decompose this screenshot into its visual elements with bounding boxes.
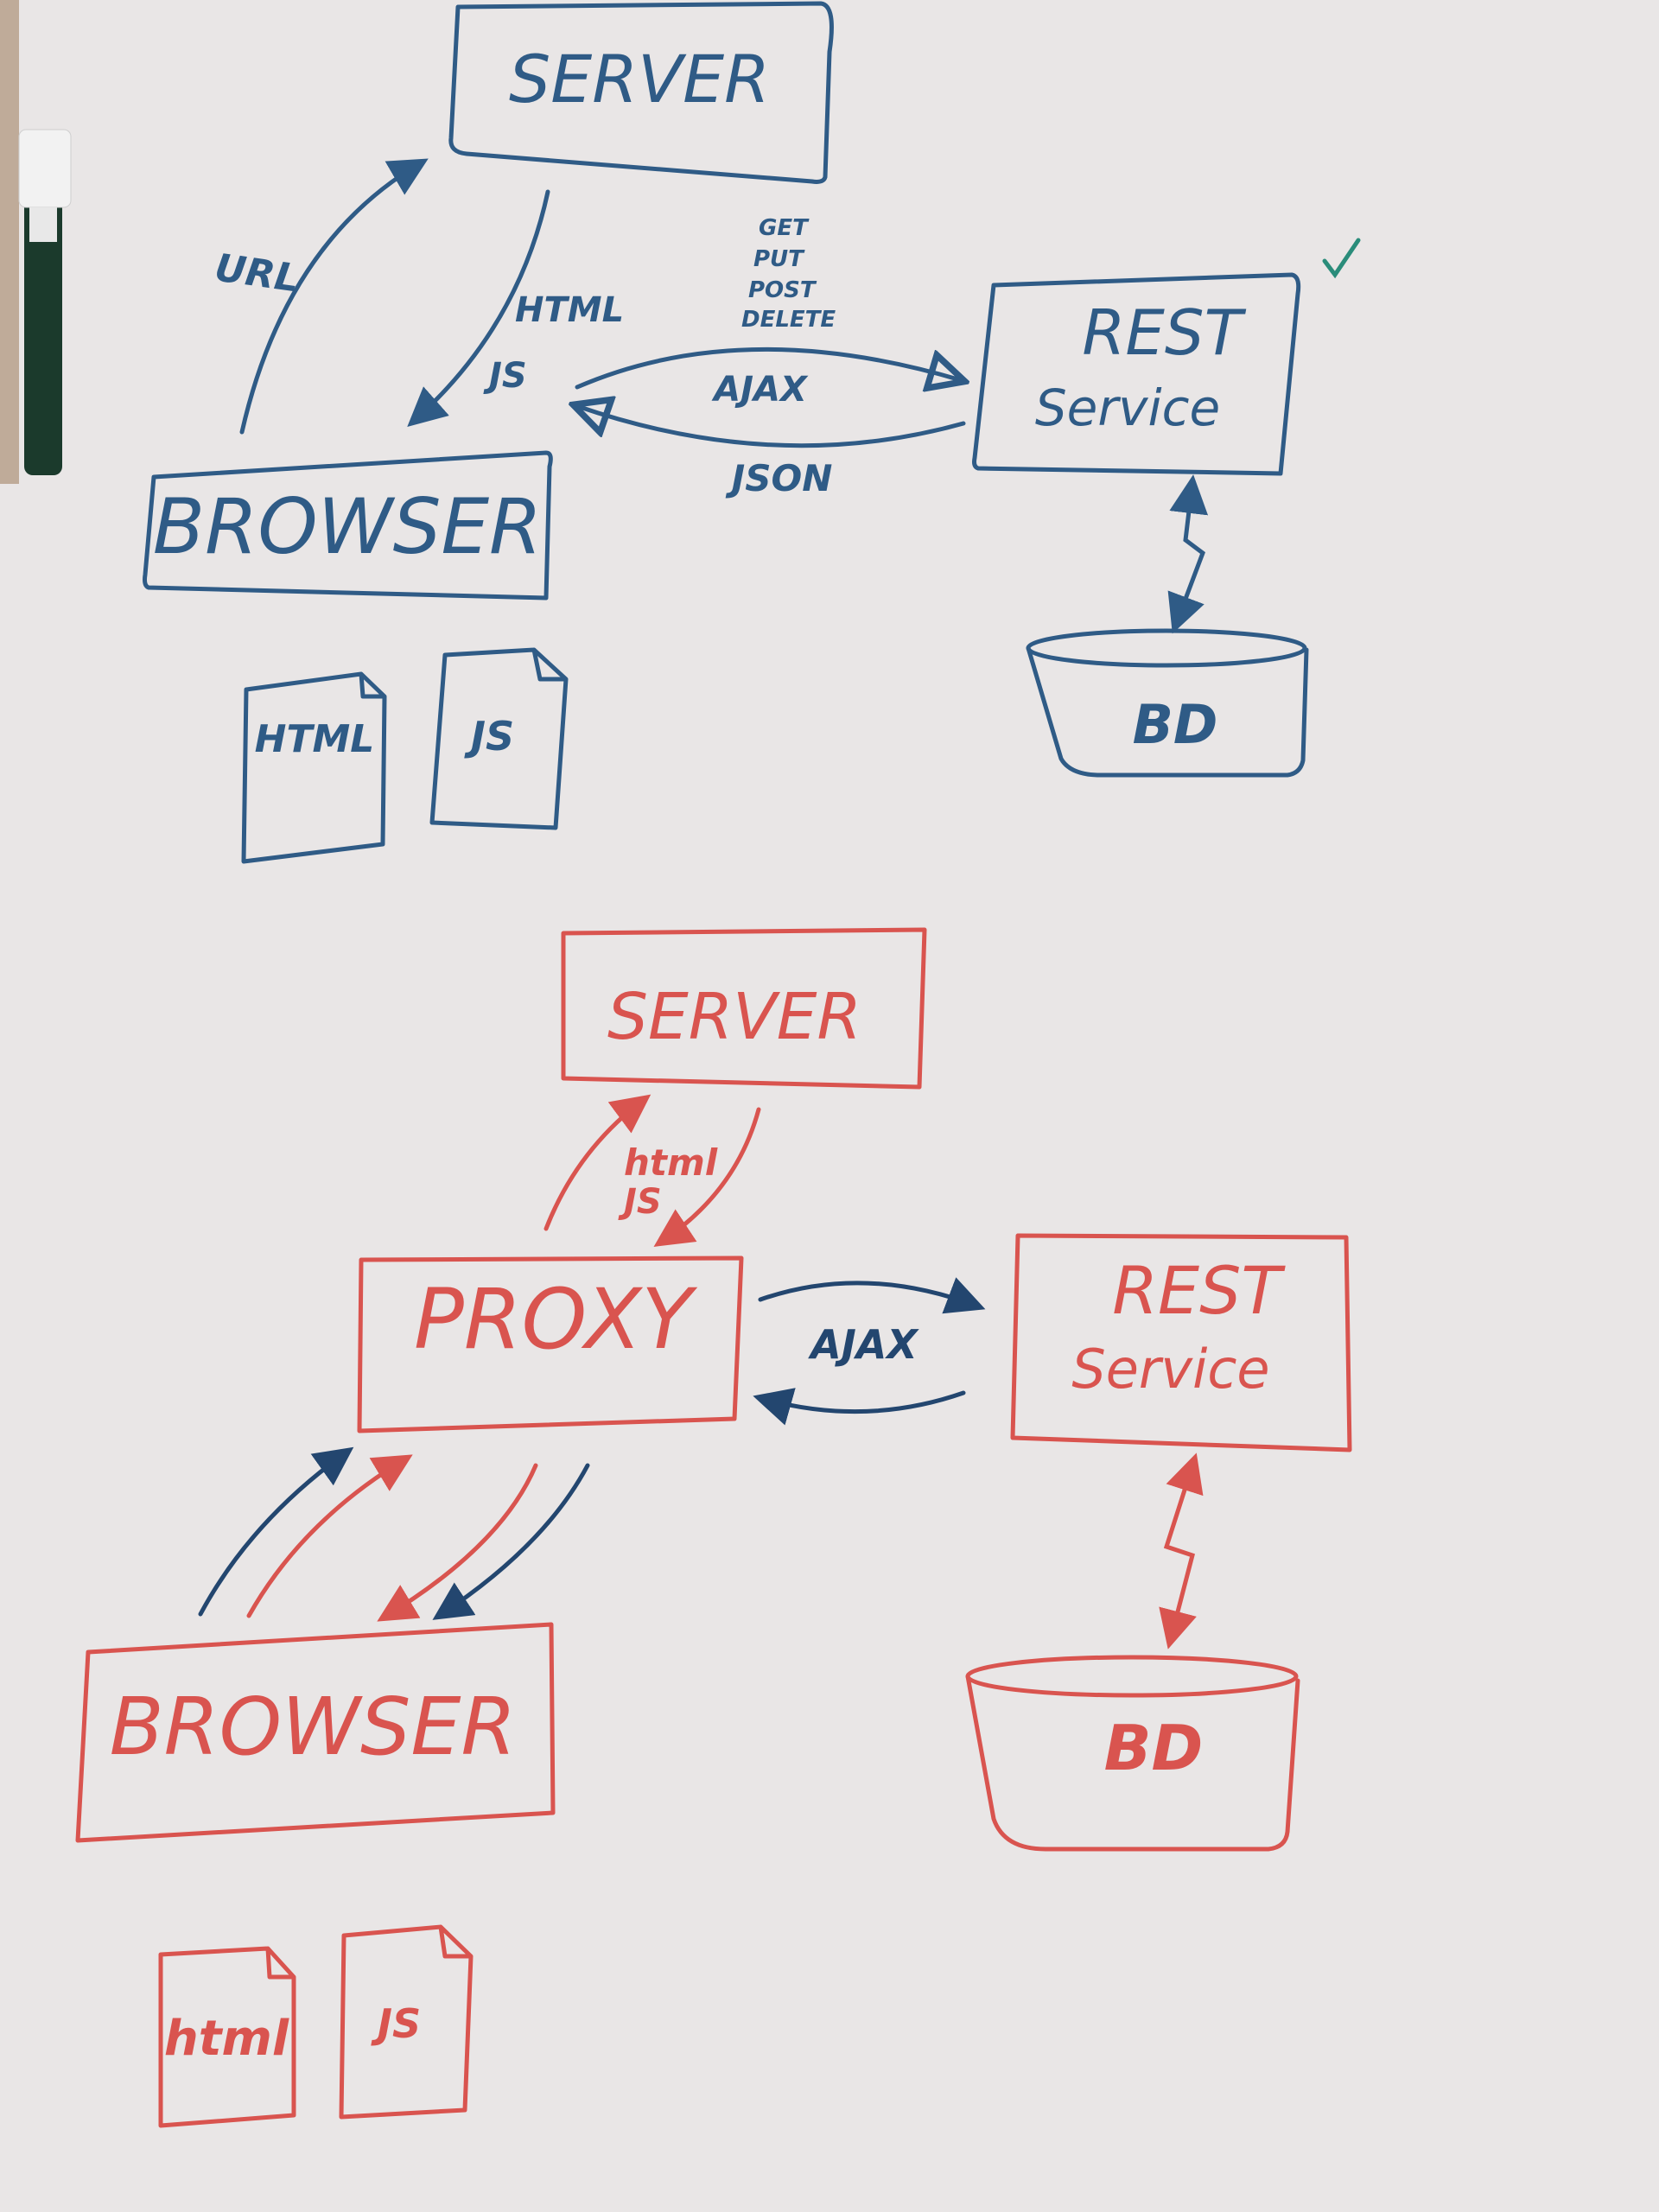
- bottom-db-label: BD: [1104, 1712, 1204, 1784]
- top-json-label: JSON: [726, 457, 833, 499]
- top-ajax-arrow: [575, 346, 961, 387]
- bottom-proxy-to-browser-blue-arrow: [432, 1463, 590, 1620]
- top-browser-box: [143, 450, 553, 601]
- top-ajax-label: AJAX: [711, 370, 809, 410]
- bottom-js-label: JS: [618, 1182, 662, 1222]
- bottom-server-to-proxy-arrow: [653, 1107, 761, 1247]
- top-json-arrow: [577, 406, 966, 448]
- top-rest-box: [972, 272, 1301, 476]
- top-file-js-label: JS: [464, 713, 514, 760]
- top-browser-label: BROWSER: [153, 482, 542, 571]
- top-db-bolt-arrow: [1167, 474, 1209, 634]
- top-db-cylinder: [1026, 628, 1309, 778]
- top-method-delete: DELETE: [741, 307, 836, 333]
- top-js-label: JS: [483, 356, 527, 396]
- top-server-label: SERVER: [509, 41, 770, 118]
- bottom-server-box: [561, 927, 927, 1090]
- top-service-label: Service: [1035, 378, 1220, 437]
- bottom-browser-to-server-arrow: [543, 1094, 652, 1231]
- bottom-rest-label: REST: [1112, 1252, 1286, 1329]
- bottom-ajax-out-arrow: [758, 1277, 986, 1314]
- top-url-arrow: [239, 158, 429, 435]
- checkmark-icon: [1322, 238, 1361, 279]
- top-method-post: POST: [748, 277, 817, 303]
- top-html-file-icon: [241, 671, 387, 864]
- top-method-put: PUT: [753, 246, 805, 272]
- top-server-box: [448, 1, 834, 184]
- bottom-html-label: html: [624, 1141, 718, 1184]
- top-js-file-icon: [429, 647, 569, 830]
- bottom-proxy-box: [357, 1255, 744, 1433]
- bottom-db-bolt-arrow: [1159, 1452, 1204, 1649]
- bottom-ajax-in-arrow: [753, 1388, 966, 1426]
- bottom-file-js-label: JS: [371, 2000, 421, 2047]
- bottom-rest-box: [1010, 1233, 1352, 1452]
- bottom-ajax-label: AJAX: [808, 1321, 919, 1368]
- top-html-js-arrow: [407, 189, 550, 427]
- top-html-label: HTML: [515, 290, 624, 330]
- bottom-proxy-to-browser-red-arrow: [377, 1463, 538, 1622]
- bottom-browser-label: BROWSER: [110, 1681, 517, 1773]
- marker-pen: [0, 0, 72, 484]
- bottom-file-html-label: html: [164, 2011, 289, 2067]
- top-rest-label: REST: [1082, 296, 1246, 369]
- bottom-service-label: Service: [1071, 1338, 1269, 1401]
- top-url-label: URL: [212, 245, 302, 301]
- bottom-html-file-icon: [158, 1946, 296, 2128]
- top-method-get: GET: [759, 215, 810, 241]
- bottom-browser-to-proxy-blue-arrow: [198, 1446, 354, 1617]
- bottom-browser-box: [75, 1622, 556, 1843]
- bottom-js-file-icon: [339, 1924, 474, 2120]
- top-file-html-label: HTML: [255, 717, 375, 761]
- bottom-db-cylinder: [965, 1655, 1300, 1852]
- top-db-label: BD: [1133, 693, 1218, 756]
- bottom-browser-to-proxy-red-arrow: [246, 1454, 413, 1618]
- bottom-server-label: SERVER: [607, 980, 861, 1054]
- bottom-proxy-label: PROXY: [414, 1271, 697, 1368]
